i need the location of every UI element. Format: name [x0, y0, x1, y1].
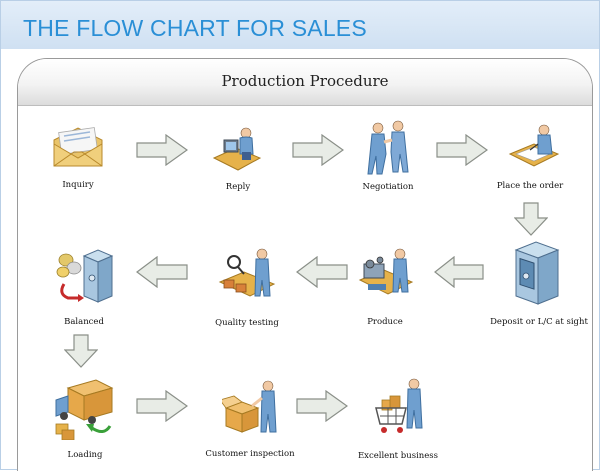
box-inspection-icon	[222, 380, 277, 433]
step-label-produce: Produce	[367, 317, 403, 327]
step-label-negotiation: Negotiation	[362, 182, 414, 192]
envelope-icon	[53, 127, 103, 167]
step-label-excellent-business: Excellent business	[357, 451, 439, 461]
safe-icon	[514, 241, 560, 305]
page-title: THE FLOW CHART FOR SALES	[23, 15, 367, 41]
truck-icon	[55, 379, 114, 440]
arrow-deposit-to-produce	[434, 256, 484, 288]
step-label-reply: Reply	[225, 182, 251, 192]
arrow-inquiry-to-reply	[136, 134, 188, 166]
step-label-customer-inspection: Customer inspection	[205, 449, 295, 459]
step-label-deposit: Deposit or L/C at sight	[490, 317, 588, 327]
panel-title: Production Procedure	[221, 72, 389, 90]
step-label-quality: Quality testing	[215, 318, 279, 328]
step-label-balanced: Balanced	[64, 317, 104, 327]
arrow-quality-to-balanced	[136, 256, 188, 288]
panel-header: Production Procedure	[18, 59, 592, 106]
inspection-worker-icon	[218, 248, 276, 297]
arrow-produce-to-quality	[296, 256, 348, 288]
arrow-balanced-to-loading	[64, 334, 98, 368]
step-label-loading: Loading	[67, 450, 103, 460]
person-at-desk-icon	[212, 127, 262, 171]
handshake-icon	[367, 120, 409, 175]
step-label-place-order: Place the order	[496, 181, 564, 191]
production-worker-icon	[358, 248, 414, 295]
safe-coins-icon	[56, 249, 114, 303]
arrow-order-to-deposit	[514, 202, 548, 236]
arrow-reply-to-negotiation	[292, 134, 344, 166]
header-bar: THE FLOW CHART FOR SALES	[1, 1, 599, 49]
arrow-negotiation-to-order	[436, 134, 488, 166]
arrow-loading-to-customer	[136, 390, 188, 422]
shopping-cart-icon	[375, 378, 423, 433]
step-label-inquiry: Inquiry	[62, 180, 94, 190]
order-form-icon	[508, 124, 560, 167]
arrow-customer-to-excellent	[296, 390, 348, 422]
